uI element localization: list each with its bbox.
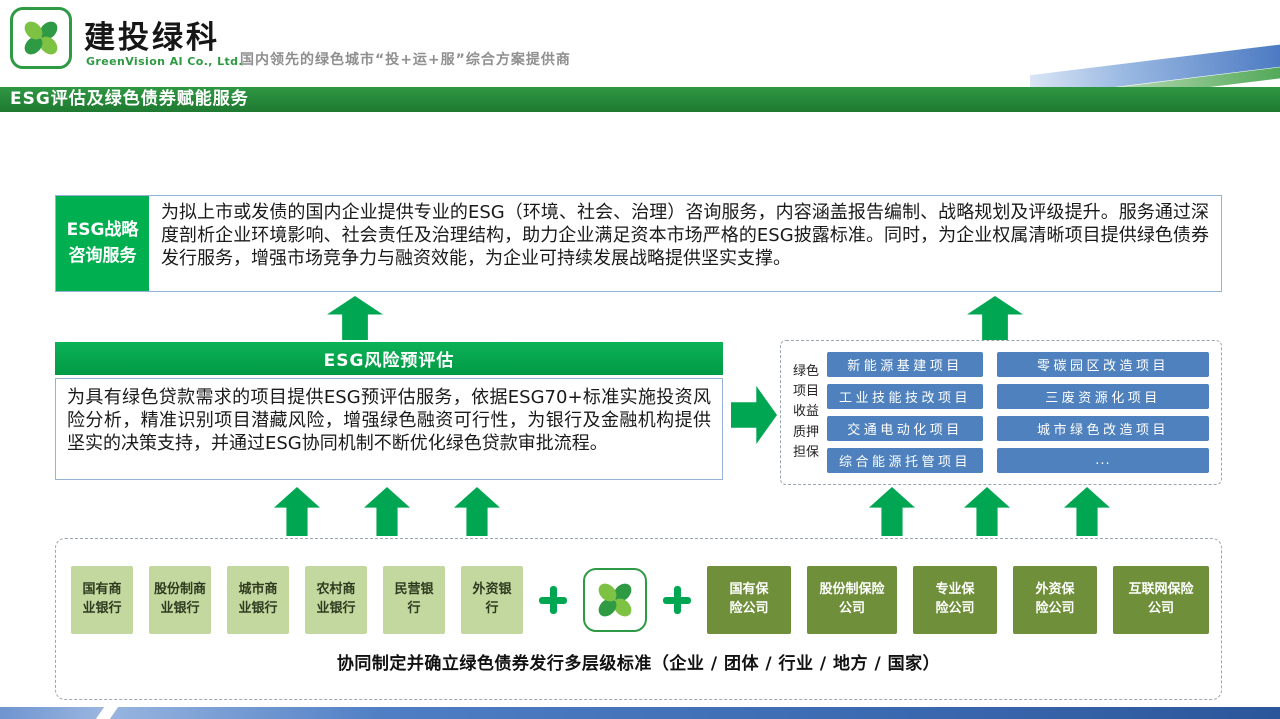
project-button: 城市绿色改造项目 (997, 416, 1209, 441)
project-button: 三废资源化项目 (997, 384, 1209, 409)
project-button: 综合能源托管项目 (827, 448, 983, 473)
bank-card: 外资银 行 (461, 566, 523, 634)
slide-title-bar: ESG评估及绿色债券赋能服务 (0, 87, 1280, 112)
center-logo-frame (583, 568, 647, 632)
bottom-caption: 协同制定并确立绿色债券发行多层级标准（企业 / 团体 / 行业 / 地方 / 国… (336, 654, 941, 674)
bank-card: 国有商 业银行 (71, 566, 133, 634)
up-arrow-icon (364, 487, 410, 536)
insurer-card: 互联网保险 公司 (1113, 566, 1209, 634)
partner-row: 国有商 业银行 股份制商 业银行 城市商 业银行 农村商 业银行 民营银 行 外… (55, 566, 1222, 634)
bank-card: 民营银 行 (383, 566, 445, 634)
project-button: 工业技能技改项目 (827, 384, 983, 409)
brand-subtitle: GreenVision AI Co., Ltd. (86, 55, 244, 68)
risk-box-header: ESG风险预评估 (55, 342, 723, 375)
strategy-body-text: 为拟上市或发债的国内企业提供专业的ESG（环境、社会、治理）咨询服务，内容涵盖报… (161, 202, 1209, 269)
clover-logo-icon (24, 21, 58, 55)
insurer-card: 国有保 险公司 (707, 566, 791, 634)
bottom-bar (0, 707, 1280, 719)
header-decoration (1030, 0, 1280, 87)
up-arrow-icon (274, 487, 320, 536)
bank-card: 股份制商 业银行 (149, 566, 211, 634)
bottom-bar-slash (95, 707, 119, 719)
brand-tagline: 国内领先的绿色城市“投+运+服”综合方案提供商 (240, 52, 571, 68)
pledge-box: 绿色 项目 收益 质押 担保 新能源基建项目 零碳园区改造项目 工业技能技改项目… (780, 340, 1222, 485)
right-arrow-icon (731, 386, 777, 444)
project-button: 新能源基建项目 (827, 352, 983, 377)
strategy-box: ESG战略 咨询服务 为拟上市或发债的国内企业提供专业的ESG（环境、社会、治理… (55, 195, 1222, 292)
up-arrow-icon (967, 296, 1023, 340)
insurer-card: 专业保 险公司 (913, 566, 997, 634)
brand-logo-frame (10, 7, 72, 69)
risk-body-text: 为具有绿色贷款需求的项目提供ESG预评估服务，依据ESG70+标准实施投资风险分… (55, 378, 723, 480)
pledge-label: 绿色 项目 收益 质押 担保 (792, 364, 819, 460)
plus-icon (663, 586, 691, 614)
insurer-card: 股份制保险 公司 (807, 566, 897, 634)
brand-name: 建投绿科 (84, 20, 220, 56)
bank-card: 城市商 业银行 (227, 566, 289, 634)
project-button: 交通电动化项目 (827, 416, 983, 441)
project-grid: 新能源基建项目 零碳园区改造项目 工业技能技改项目 三废资源化项目 交通电动化项… (827, 352, 1209, 473)
project-button: ... (997, 448, 1209, 473)
project-button: 零碳园区改造项目 (997, 352, 1209, 377)
up-arrow-icon (964, 487, 1010, 536)
clover-logo-icon (598, 583, 632, 617)
insurer-card: 外资保 险公司 (1013, 566, 1097, 634)
strategy-label: ESG战略 咨询服务 (56, 196, 149, 291)
header: 建投绿科 GreenVision AI Co., Ltd. 国内领先的绿色城市“… (0, 0, 1280, 87)
up-arrow-icon (454, 487, 500, 536)
up-arrow-icon (1064, 487, 1110, 536)
up-arrow-icon (327, 296, 383, 340)
risk-box-title: ESG风险预评估 (323, 351, 455, 371)
up-arrow-icon (869, 487, 915, 536)
slide-title: ESG评估及绿色债券赋能服务 (10, 89, 249, 109)
bank-card: 农村商 业银行 (305, 566, 367, 634)
plus-icon (539, 586, 567, 614)
